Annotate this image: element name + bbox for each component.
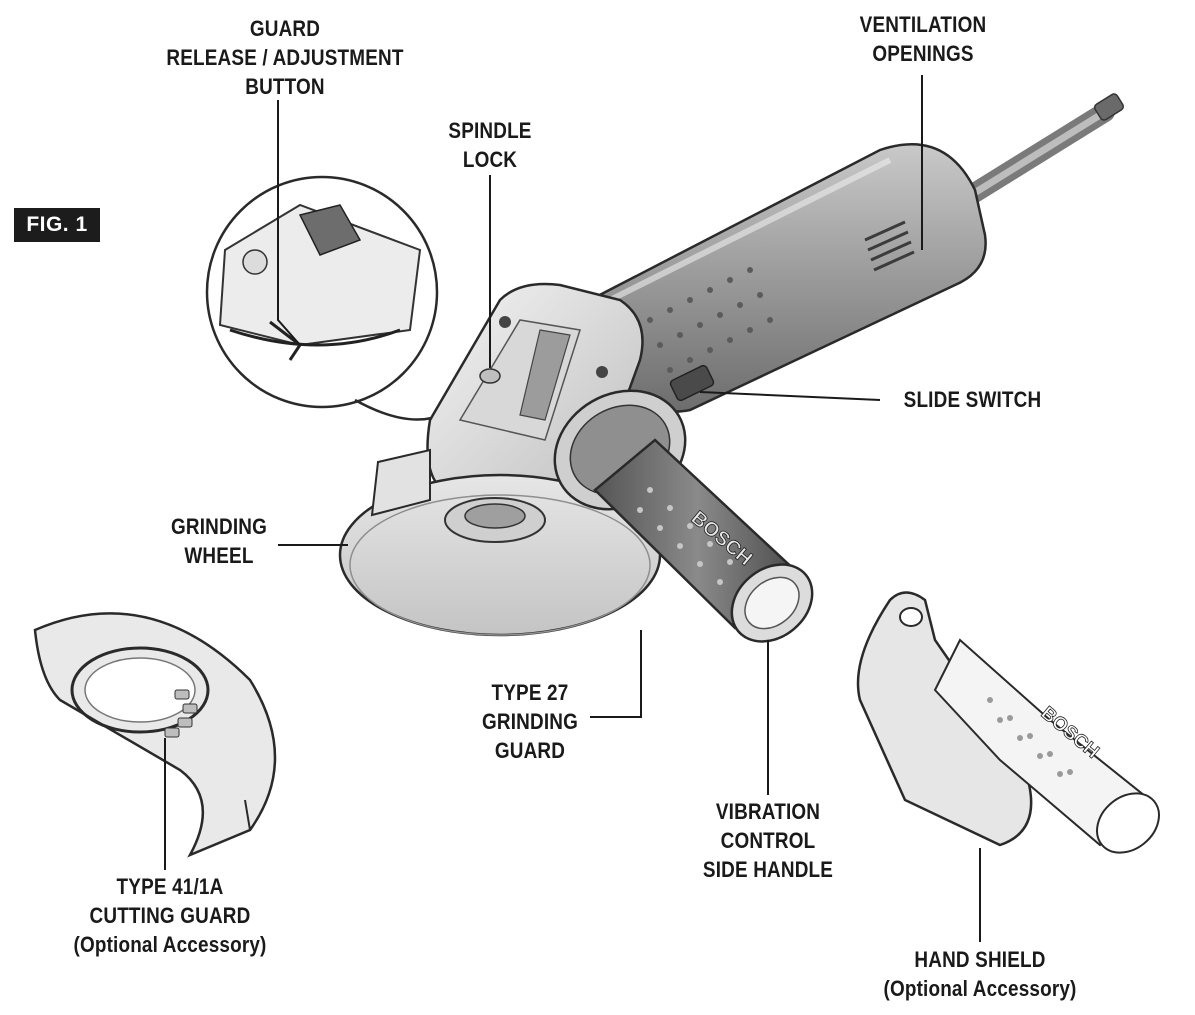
label-slide-switch: SLIDE SWITCH: [893, 385, 1052, 414]
power-cord: [945, 93, 1125, 215]
label-spindle-lock: SPINDLE LOCK: [430, 116, 550, 174]
label-line: HAND SHIELD: [914, 947, 1046, 972]
leader-lines: [164, 75, 981, 942]
leader-guard-release: [277, 100, 301, 346]
label-vibration-side-handle: VIBRATION CONTROL SIDE HANDLE: [691, 797, 846, 884]
label-guard-release-button: GUARD RELEASE / ADJUSTMENT BUTTON: [160, 14, 409, 101]
label-line: VENTILATION: [859, 12, 987, 37]
label-line: TYPE 27: [491, 680, 569, 705]
label-line: SPINDLE: [448, 118, 532, 143]
label-line: (Optional Accessory): [883, 976, 1077, 1001]
label-line: LOCK: [462, 147, 518, 172]
vibration-side-handle: [553, 389, 814, 643]
label-grinding-wheel: GRINDING WHEEL: [160, 512, 279, 570]
label-line: (Optional Accessory): [73, 932, 267, 957]
cutting-guard-accessory: [33, 612, 277, 858]
label-line: CUTTING GUARD: [89, 903, 251, 928]
label-line: GRINDING: [482, 709, 578, 734]
leader-type27-guard: [590, 630, 642, 718]
label-line: GRINDING: [171, 514, 267, 539]
label-line: CONTROL: [720, 828, 816, 853]
label-line: SIDE HANDLE: [702, 857, 834, 882]
label-line: VIBRATION: [715, 799, 821, 824]
label-line: TYPE 41/1A: [116, 874, 224, 899]
hand-shield-accessory: [856, 591, 1160, 854]
figure-label: FIG. 1: [14, 208, 100, 242]
label-line: WHEEL: [184, 543, 254, 568]
label-line: RELEASE / ADJUSTMENT: [166, 45, 404, 70]
label-line: SLIDE SWITCH: [903, 387, 1042, 412]
label-line: GUARD: [494, 738, 566, 763]
motor-housing: [588, 143, 987, 413]
guard-release-detail-inset: [205, 175, 439, 421]
label-type27-grinding-guard: TYPE 27 GRINDING GUARD: [474, 678, 586, 765]
label-line: BUTTON: [245, 74, 325, 99]
label-line: GUARD: [249, 16, 321, 41]
label-ventilation-openings: VENTILATION OPENINGS: [850, 10, 996, 68]
label-line: OPENINGS: [872, 41, 974, 66]
leader-slide-switch: [699, 391, 881, 401]
label-cutting-guard: TYPE 41/1A CUTTING GUARD (Optional Acces…: [58, 872, 282, 959]
label-hand-shield: HAND SHIELD (Optional Accessory): [877, 945, 1083, 1003]
